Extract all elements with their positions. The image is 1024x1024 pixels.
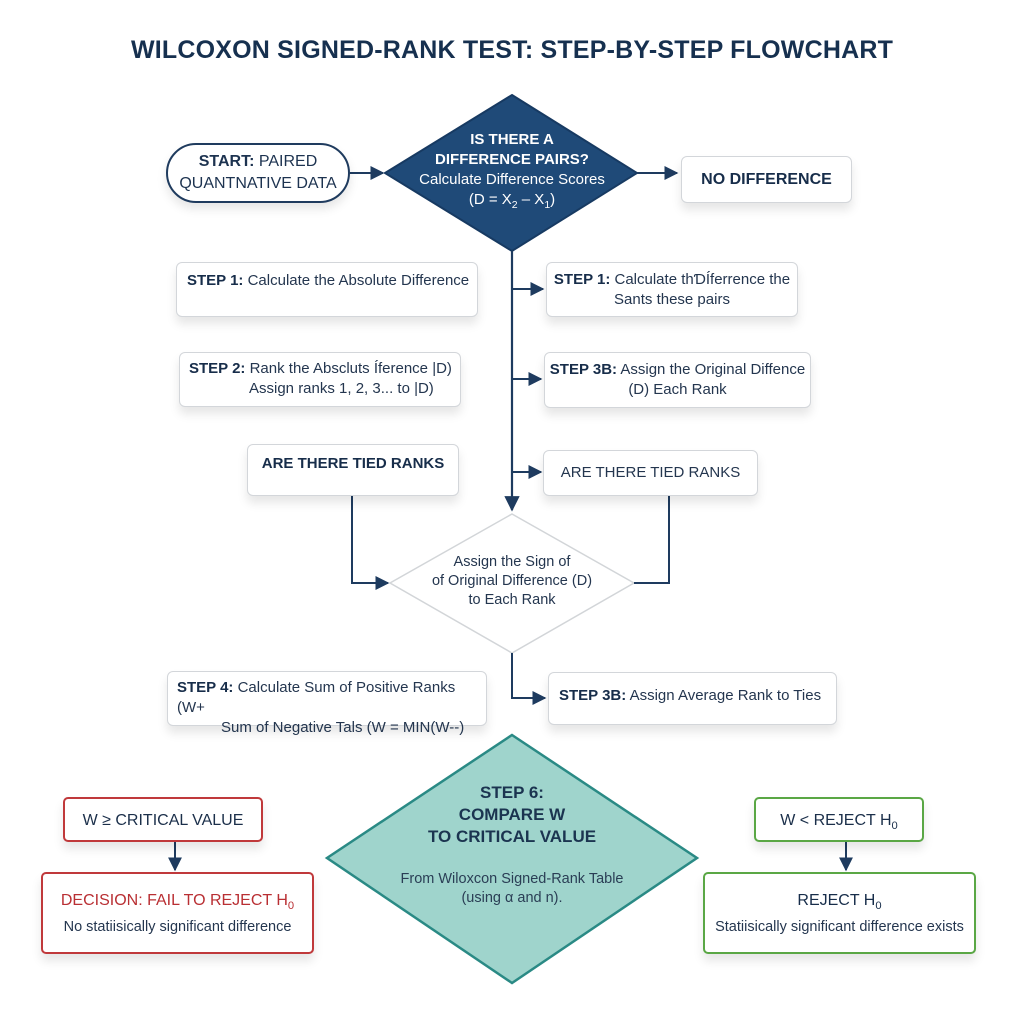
left-step1-text: Calculate the Absolute Difference: [247, 272, 470, 289]
step6-node[interactable]: STEP 6: COMPARE W TO CRITICAL VALUE From…: [370, 782, 654, 908]
no-difference-label: NO DIFFERENCE: [701, 171, 832, 188]
formula-mid: – X: [517, 191, 545, 208]
step6-line1: STEP 6:: [480, 783, 544, 802]
fail-sub: 0: [287, 900, 295, 913]
right-tied-node[interactable]: ARE THERE TIED RANKS: [543, 450, 758, 496]
decision-line3: Calculate Difference Scores: [419, 171, 605, 188]
line-right-tied-to-sign: [634, 495, 670, 584]
left-step1-node[interactable]: STEP 1: Calculate the Absolute Differenc…: [176, 262, 478, 317]
step3b-ties-bold: STEP 3B:: [559, 687, 627, 704]
w-ge-label: W ≥ CRITICAL VALUE: [82, 812, 244, 829]
right-step3b-text1: Assign the Original Diffence: [620, 361, 806, 378]
decision-node[interactable]: IS THERE A DIFFERENCE PAIRS? Calculate D…: [400, 130, 624, 215]
left-step2-node[interactable]: STEP 2: Rank the Abscluts Íference |D) A…: [179, 352, 461, 407]
fail-to-reject-node[interactable]: DECISION: FAIL TO REJECT H0 No statiisic…: [41, 872, 314, 954]
left-tied-label: ARE THERE TIED RANKS: [261, 455, 445, 472]
step6-line5: (using α and n).: [461, 890, 563, 906]
start-node[interactable]: START: PAIRED QUANTNATIVE DATA: [166, 143, 350, 203]
no-difference-node[interactable]: NO DIFFERENCE: [681, 156, 852, 203]
fail-text: No statiisically significant difference: [63, 919, 292, 936]
reject-text: Statiisically significant difference exi…: [715, 919, 964, 936]
reject-sub: 0: [875, 900, 882, 913]
w-lt-label: W < REJECT H: [780, 812, 892, 829]
decision-line1: IS THERE A: [470, 131, 554, 148]
step6-line4: From Wiloxcon Signed-Rank Table: [400, 871, 624, 887]
step4-text2: Sum of Negative Tals (W = MIN(W--): [221, 719, 465, 736]
fail-bold: DECISION: FAIL TO REJECT H: [60, 892, 288, 909]
formula-pre: (D = X: [468, 191, 512, 208]
formula-post: ): [550, 191, 556, 208]
right-tied-label: ARE THERE TIED RANKS: [560, 464, 741, 481]
decision-line2: DIFFERENCE PAIRS?: [435, 151, 589, 168]
right-step1-node[interactable]: STEP 1: Calculate thƊÍferrence the Sants…: [546, 262, 798, 317]
formula-sub2: 1: [544, 199, 551, 211]
right-step3b-bold: STEP 3B:: [549, 361, 618, 378]
formula-sub1: 2: [511, 199, 518, 211]
sign-line3: to Each Rank: [468, 592, 556, 608]
w-lt-sub: 0: [891, 820, 898, 833]
decision-line4: (D = X2 – X1): [400, 190, 624, 215]
right-step1-bold: STEP 1:: [553, 271, 611, 288]
reject-bold: REJECT H: [797, 892, 876, 909]
right-step1-text2: Sants these pairs: [614, 291, 730, 308]
w-ge-critical-node[interactable]: W ≥ CRITICAL VALUE: [63, 797, 263, 842]
left-step2-text1: Rank the Abscluts Íference |D): [249, 360, 452, 377]
step4-text1: Calculate Sum of Positive Ranks (W+: [177, 679, 456, 716]
start-text2: QUANTNATIVE DATA: [179, 175, 337, 192]
sign-line1: Assign the Sign of: [453, 554, 571, 570]
page-title: WILCOXON SIGNED-RANK TEST: STEP-BY-STEP …: [130, 36, 894, 64]
sign-node[interactable]: Assign the Sign of of Original Differenc…: [420, 553, 604, 610]
arrow-sign-to-step3b-ties: [511, 653, 547, 705]
sign-line2: of Original Difference (D): [431, 573, 593, 589]
left-tied-node[interactable]: ARE THERE TIED RANKS: [247, 444, 459, 496]
start-bold: START:: [198, 153, 255, 170]
start-text1: PAIRED: [258, 153, 318, 170]
w-lt-node[interactable]: W < REJECT H0: [754, 797, 924, 842]
step4-node[interactable]: STEP 4: Calculate Sum of Positive Ranks …: [167, 671, 487, 736]
right-step1-text1: Calculate thƊÍferrence the: [614, 271, 791, 288]
right-step3b-node[interactable]: STEP 3B: Assign the Original Diffence (D…: [544, 352, 811, 408]
left-step1-bold: STEP 1:: [187, 272, 244, 289]
step6-line3: TO CRITICAL VALUE: [427, 827, 597, 846]
step4-bold: STEP 4:: [177, 679, 234, 696]
left-step2-bold: STEP 2:: [189, 360, 246, 377]
step3b-ties-text: Assign Average Rank to Ties: [629, 687, 822, 704]
right-step3b-text2: (D) Each Rank: [628, 381, 727, 398]
arrow-left-tied-to-sign: [351, 495, 390, 590]
reject-node[interactable]: REJECT H0 Statiisically significant diff…: [703, 872, 976, 954]
step6-diamond-shape: [324, 733, 700, 985]
step3b-ties-node[interactable]: STEP 3B: Assign Average Rank to Ties: [548, 672, 837, 725]
step6-line2: COMPARE W: [458, 805, 566, 824]
left-step2-text2: Assign ranks 1, 2, 3... to |D): [249, 380, 434, 397]
